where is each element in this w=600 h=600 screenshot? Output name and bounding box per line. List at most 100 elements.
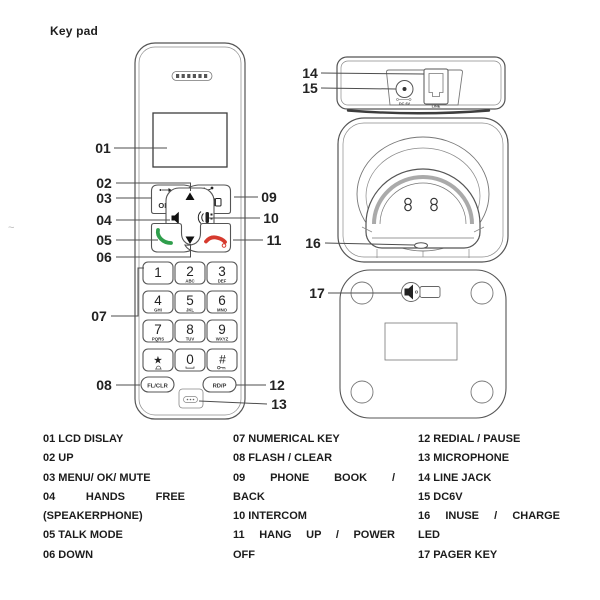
flash-clear-label: FL/CLR: [147, 384, 168, 390]
legend-item-04-cont: (SPEAKERPHONE): [43, 510, 143, 523]
key-6[interactable]: [206, 290, 238, 314]
key-2-letters: ABC: [185, 279, 194, 284]
callout-07: 07: [91, 308, 107, 324]
key-4[interactable]: [142, 290, 174, 314]
pager-speaker-icon: [404, 284, 413, 300]
legend-item-10: 10 INTERCOM: [233, 510, 307, 523]
key-1-digit: 1: [154, 265, 162, 280]
legend-item-16: 16 INUSE / CHARGE: [418, 510, 560, 523]
base-side-view: DC 6V LINE: [336, 56, 506, 115]
callout-14: 14: [302, 65, 318, 81]
callout-17: 17: [309, 285, 325, 301]
inuse-charge-led: [414, 242, 428, 249]
legend-item-11: 11 HANG UP / POWER: [233, 529, 395, 542]
key-star[interactable]: [142, 348, 174, 372]
callout-16: 16: [305, 235, 321, 251]
key-6-letters: MNO: [217, 308, 228, 313]
callout-06: 06: [96, 249, 112, 265]
base-shadow-edge: [346, 109, 491, 115]
legend-item-17: 17 PAGER KEY: [418, 548, 498, 561]
flash-clear-button[interactable]: [140, 376, 175, 393]
key-lock-icon: [217, 366, 226, 370]
key-8[interactable]: [174, 319, 206, 343]
legend-item-16-cont: LED: [418, 529, 440, 542]
ok-button-label: OK: [158, 201, 170, 210]
base-top-view: [337, 117, 509, 263]
key-1[interactable]: [142, 261, 174, 285]
microphone-slot: [178, 388, 204, 409]
callout-12: 12: [269, 377, 285, 393]
numeric-keypad: 1 2 ABC 3 DEF 4 GHI 5 JKL 6 MNO 7 PQRS 8…: [142, 261, 238, 372]
keypad-diagram: OK: [91, 42, 509, 420]
legend-item-06: 06 DOWN: [43, 548, 94, 561]
handset-inner-outline: [138, 46, 242, 416]
lcd-display: [152, 112, 228, 168]
callout-13: 13: [271, 396, 287, 412]
key-8-digit: 8: [186, 322, 194, 337]
callout-02: 02: [96, 175, 112, 191]
line-jack[interactable]: LINE: [423, 68, 449, 109]
legend-column-2: 07 NUMERICAL KEY 08 FLASH / CLEAR 09 PHO…: [233, 430, 395, 565]
legend-item-09-cont: BACK: [233, 490, 265, 503]
rubber-foot: [470, 380, 494, 404]
space-icon: [185, 366, 195, 369]
key-2[interactable]: [174, 261, 206, 285]
legend-column-3: 12 REDIAL / PAUSE 13 MICROPHONE 14 LINE …: [418, 430, 560, 565]
line-jack-label: LINE: [432, 105, 441, 109]
key-9[interactable]: [206, 319, 238, 343]
up-arrow-icon[interactable]: [185, 192, 195, 201]
callout-11: 11: [267, 232, 282, 248]
menu-enter-icon: [159, 188, 172, 192]
key-5-digit: 5: [186, 293, 194, 308]
nav-cluster: OK: [150, 184, 232, 253]
leader-lines: [111, 72, 425, 405]
key-8-letters: TUV: [186, 337, 195, 342]
earpiece-speaker: [171, 71, 213, 81]
dc-jack[interactable]: DC 6V: [395, 80, 414, 107]
cradle-seam-lines: [361, 226, 485, 258]
key-7-digit: 7: [154, 322, 162, 337]
key-3[interactable]: [206, 261, 238, 285]
callout-15: 15: [302, 80, 318, 96]
key-hash-glyph: #: [219, 353, 226, 367]
key-9-digit: 9: [218, 322, 226, 337]
key-hash[interactable]: [206, 348, 238, 372]
legend-item-02: 02 UP: [43, 452, 74, 465]
down-arrow-icon[interactable]: [185, 236, 195, 245]
key-7[interactable]: [142, 319, 174, 343]
power-dot-icon: [221, 243, 227, 248]
key-0[interactable]: [174, 348, 206, 372]
dc-jack-label: DC 6V: [399, 102, 411, 106]
key-6-digit: 6: [218, 293, 226, 308]
key-2-digit: 2: [186, 264, 194, 279]
key-5-letters: JKL: [186, 308, 194, 313]
key-4-letters: GHI: [154, 308, 162, 313]
key-7-letters: PQRS: [152, 337, 164, 342]
key-5[interactable]: [174, 290, 206, 314]
base-bottom-view: [339, 269, 507, 419]
legend-item-01: 01 LCD DISLAY: [43, 433, 124, 445]
legend-column-1: 01 LCD DISLAY 02 UP 03 MENU/ OK/ MUTE 04…: [43, 430, 185, 565]
callout-08: 08: [96, 377, 112, 393]
callout-04: 04: [96, 212, 112, 228]
legend-item-13: 13 MICROPHONE: [418, 452, 510, 465]
rubber-foot: [350, 380, 374, 404]
key-3-letters: DEF: [218, 279, 227, 284]
pager-key[interactable]: [401, 282, 441, 302]
callout-01: 01: [95, 140, 111, 156]
handset-diagram: OK: [134, 42, 246, 420]
key-4-digit: 4: [154, 293, 162, 308]
ringer-bell-icon: [154, 365, 162, 370]
legend-item-11-cont: OFF: [233, 548, 255, 561]
speaker-icon[interactable]: [171, 211, 179, 225]
legend-item-08: 08 FLASH / CLEAR: [233, 452, 333, 465]
callout-numbers: 01 02 03 04 05 06 07 08 09 10 11 12 13 1…: [91, 65, 325, 412]
callout-10: 10: [263, 210, 279, 226]
callout-09: 09: [261, 189, 277, 205]
callout-05: 05: [96, 232, 112, 248]
legend-item-03: 03 MENU/ OK/ MUTE: [43, 471, 151, 484]
legend-item-14: 14 LINE JACK: [418, 471, 492, 484]
redial-pause-label: RD/P: [213, 384, 227, 390]
scan-artifact: ~: [8, 222, 15, 234]
handset-cradle: [365, 168, 481, 249]
